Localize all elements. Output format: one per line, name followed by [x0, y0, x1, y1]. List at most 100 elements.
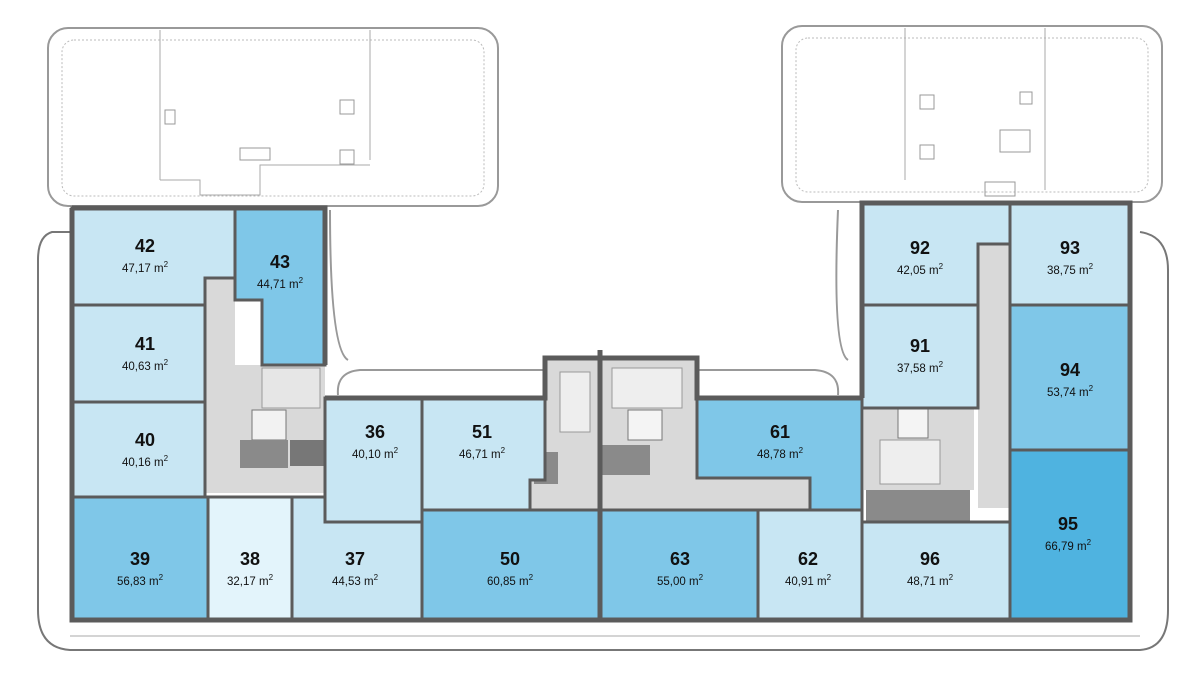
- apartment-area: 44,53 m2: [332, 573, 379, 588]
- area-unit-superscript: 2: [299, 276, 304, 285]
- apartment-number: 94: [1060, 360, 1080, 380]
- exterior-wall: [69, 200, 1133, 623]
- apartment-41[interactable]: 41 40,63 m2: [70, 303, 207, 404]
- apartment-shape: [1008, 448, 1132, 622]
- apartment-area-value: 60,85: [487, 576, 516, 588]
- area-unit: m: [1079, 387, 1089, 399]
- area-unit-superscript: 2: [164, 260, 169, 269]
- area-unit-superscript: 2: [159, 573, 164, 582]
- apartment-area-value: 44,71: [257, 279, 286, 291]
- area-unit-superscript: 2: [374, 573, 379, 582]
- apartment-number: 50: [500, 549, 520, 569]
- apartment-area-value: 56,83: [117, 576, 146, 588]
- apartment-39[interactable]: 39 56,83 m2: [70, 495, 230, 622]
- area-unit-superscript: 2: [939, 360, 944, 369]
- apartment-94[interactable]: 94 53,74 m2: [1008, 303, 1132, 452]
- area-unit-superscript: 2: [1089, 262, 1094, 271]
- area-unit: m: [939, 576, 949, 588]
- area-unit-superscript: 2: [529, 573, 534, 582]
- apartment-96[interactable]: 96 48,71 m2: [860, 520, 1012, 622]
- apartment-area: 66,79 m2: [1045, 538, 1092, 553]
- apartment-area-value: 32,17: [227, 576, 256, 588]
- apartment-area-value: 46,71: [459, 449, 488, 461]
- area-unit: m: [817, 576, 827, 588]
- apartment-area-value: 66,79: [1045, 541, 1074, 553]
- apartment-number: 37: [345, 549, 365, 569]
- apartment-area-value: 42,05: [897, 265, 926, 277]
- apartment-number: 51: [472, 422, 492, 442]
- apartment-area-value: 40,10: [352, 449, 381, 461]
- apartment-area-value: 48,71: [907, 576, 936, 588]
- area-unit: m: [154, 263, 164, 275]
- apartment-number: 92: [910, 238, 930, 258]
- apartment-area: 55,00 m2: [657, 573, 704, 588]
- area-unit: m: [689, 576, 699, 588]
- apartment-area: 40,63 m2: [122, 358, 169, 373]
- apartment-number: 93: [1060, 238, 1080, 258]
- apartment-area: 38,75 m2: [1047, 262, 1094, 277]
- apartment-number: 91: [910, 336, 930, 356]
- area-unit-superscript: 2: [1087, 538, 1092, 547]
- area-unit-superscript: 2: [394, 446, 399, 455]
- apartment-91[interactable]: 91 37,58 m2: [860, 303, 980, 410]
- exterior-wall: [72, 205, 328, 365]
- exterior-wall: [325, 355, 862, 401]
- curved-facade-left: [329, 209, 349, 361]
- apartment-area: 48,71 m2: [907, 573, 954, 588]
- apartment-number: 36: [365, 422, 385, 442]
- core-left: [205, 278, 325, 493]
- terrace-outline: [37, 231, 1169, 651]
- area-unit-superscript: 2: [164, 454, 169, 463]
- apartment-number: 61: [770, 422, 790, 442]
- roof-terrace-left: [47, 27, 499, 207]
- apartment-63[interactable]: 63 55,00 m2: [598, 508, 760, 622]
- apartment-area-value: 55,00: [657, 576, 686, 588]
- apartment-number: 63: [670, 549, 690, 569]
- mid-terrace-left: [336, 369, 545, 396]
- mid-terrace-right: [697, 369, 840, 396]
- apartment-area: 37,58 m2: [897, 360, 944, 375]
- area-unit: m: [149, 576, 159, 588]
- roof-terrace-right: [781, 25, 1163, 203]
- apartment-area: 46,71 m2: [459, 446, 506, 461]
- area-unit: m: [259, 576, 269, 588]
- apartment-area: 44,71 m2: [257, 276, 304, 291]
- area-unit-superscript: 2: [501, 446, 506, 455]
- area-unit: m: [364, 576, 374, 588]
- apartment-area: 42,05 m2: [897, 262, 944, 277]
- area-unit-superscript: 2: [269, 573, 274, 582]
- area-unit: m: [289, 279, 299, 291]
- apartment-number: 41: [135, 334, 155, 354]
- apartment-shape: [860, 303, 980, 410]
- area-unit: m: [154, 361, 164, 373]
- area-unit: m: [929, 363, 939, 375]
- apartment-number: 39: [130, 549, 150, 569]
- apartment-area-value: 40,63: [122, 361, 151, 373]
- apartment-area: 32,17 m2: [227, 573, 274, 588]
- area-unit: m: [789, 449, 799, 461]
- apartment-93[interactable]: 93 38,75 m2: [1008, 201, 1132, 307]
- apartment-95[interactable]: 95 66,79 m2: [1008, 448, 1132, 622]
- apartment-number: 96: [920, 549, 940, 569]
- curved-facade-right: [835, 209, 849, 361]
- area-unit: m: [929, 265, 939, 277]
- apartment-51[interactable]: 51 46,71 m2: [420, 396, 547, 512]
- apartment-number: 95: [1058, 514, 1078, 534]
- apartment-area-value: 37,58: [897, 363, 926, 375]
- area-unit-superscript: 2: [699, 573, 704, 582]
- area-unit-superscript: 2: [949, 573, 954, 582]
- apartment-number: 62: [798, 549, 818, 569]
- apartment-area: 53,74 m2: [1047, 384, 1094, 399]
- wall-layer: [69, 200, 1133, 623]
- apartment-number: 42: [135, 236, 155, 256]
- area-unit-superscript: 2: [939, 262, 944, 271]
- apartment-area-value: 40,16: [122, 457, 151, 469]
